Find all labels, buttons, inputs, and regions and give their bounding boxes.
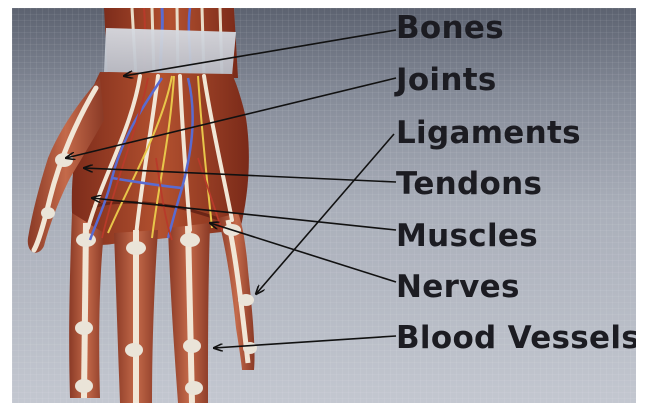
label-joints: Joints (396, 65, 497, 96)
fingers (69, 213, 257, 403)
label-blood-vessels: Blood Vessels (396, 323, 636, 354)
label-tendons: Tendons (396, 169, 542, 200)
label-bones: Bones (396, 13, 504, 44)
label-nerves: Nerves (396, 272, 520, 303)
label-muscles: Muscles (396, 221, 538, 252)
label-ligaments: Ligaments (396, 118, 581, 149)
arrow-ligaments (256, 134, 394, 294)
anatomy-diagram: Bones Joints Ligaments Tendons Muscles N… (12, 8, 636, 403)
